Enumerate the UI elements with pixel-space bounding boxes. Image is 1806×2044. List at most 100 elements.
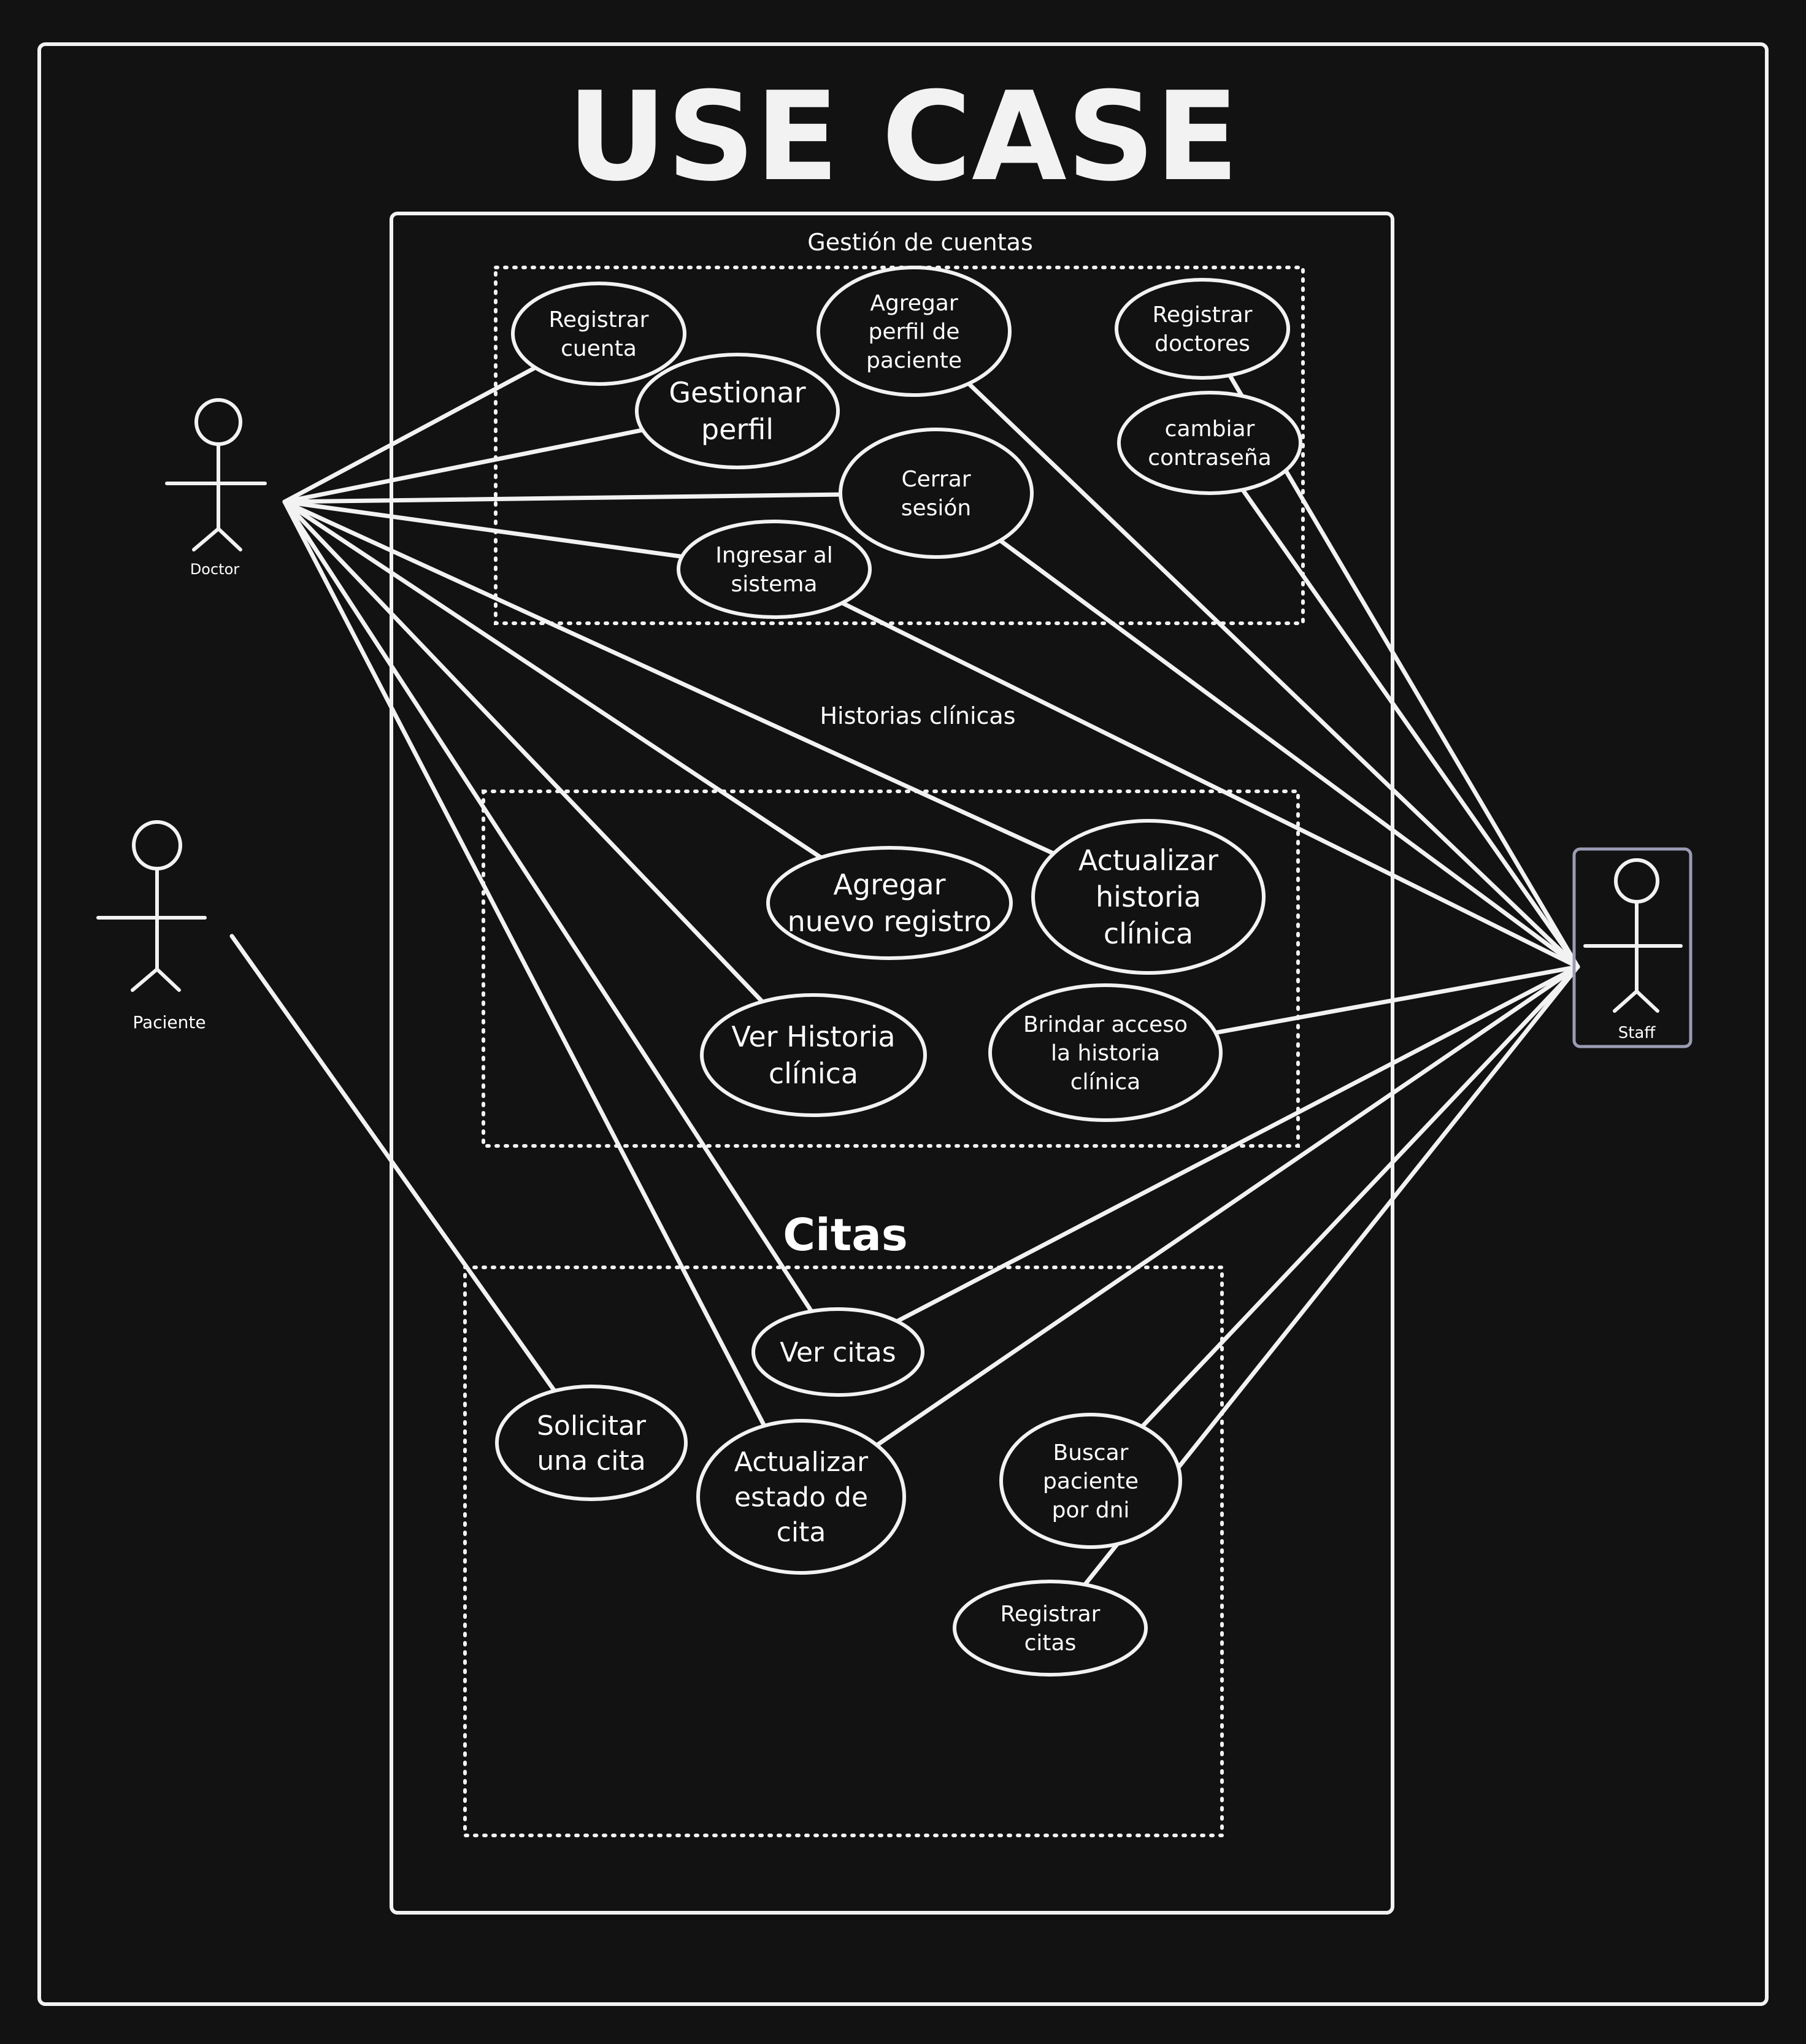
use-case-label: la historia [1051,1041,1160,1066]
stick-figure-icon [1583,858,1683,1013]
use-case-label: contraseña [1148,445,1271,471]
association-doctor-registrar-cuenta [282,365,538,504]
use-case-label: Ver citas [780,1337,896,1368]
use-case-ver-citas[interactable]: Ver citas [751,1307,924,1397]
use-case-gestionar-perfil[interactable]: Gestionar perfil [635,353,840,469]
association-staff-brindar-acceso [1213,964,1580,1035]
use-case-label: nuevo registro [788,905,992,938]
use-case-ellipse [677,520,872,619]
use-case-brindar-acceso[interactable]: Brindar acceso la historia clínica [988,983,1223,1122]
actor-doctor[interactable]: Doctor [165,398,267,578]
use-case-label: historia [1096,880,1201,913]
use-case-label: Registrar [1001,1602,1101,1627]
use-case-label: cita [777,1517,826,1548]
use-case-label: citas [1024,1631,1077,1656]
association-doctor-ingresar-sistema [282,499,685,559]
use-case-label: Gestionar [669,376,805,409]
use-case-ellipse [1117,391,1302,495]
use-case-label: clínica [1070,1069,1140,1094]
group-label-citas: Citas [783,1209,907,1261]
use-case-cerrar-sesion[interactable]: Cerrar sesión [839,428,1034,559]
use-case-label: Registrar [1153,302,1253,328]
use-case-label: Brindar acceso [1023,1012,1188,1037]
use-case-label: paciente [866,348,962,373]
association-staff-buscar-paciente [1140,964,1580,1429]
use-case-ellipse [999,1413,1182,1549]
use-case-label: clínica [769,1057,858,1090]
association-doctor-ver-citas [282,499,814,1313]
use-case-ellipse [511,282,686,386]
association-doctor-ver-historia [282,499,765,1004]
use-case-ellipse [700,993,927,1117]
association-doctor-actualizar-estado [282,499,767,1428]
association-staff-ver-citas [894,964,1580,1324]
use-case-label: Actualizar [734,1447,869,1478]
association-paciente-solicitar-cita [229,934,557,1393]
use-case-label: Actualizar [1078,843,1218,877]
association-staff-cerrar-sesion [998,538,1580,969]
association-staff-actualizar-estado [874,964,1580,1448]
use-case-ellipse [751,1307,924,1397]
actor-paciente[interactable]: Paciente [96,820,207,1032]
association-doctor-agregar-registro [282,499,823,860]
association-staff-ingresar-sistema [840,601,1580,969]
use-case-agregar-perfil-paciente[interactable]: Agregar perfil de paciente [817,266,1012,397]
use-case-agregar-registro[interactable]: Agregar nuevo registro [766,846,1013,960]
association-staff-agregar-perfil-paciente [966,381,1580,969]
use-case-ver-historia[interactable]: Ver Historia clínica [700,993,927,1117]
use-case-ellipse [635,353,840,469]
use-case-cambiar-contrasena[interactable]: cambiar contraseña [1117,391,1302,495]
stick-figure-icon [165,398,267,551]
group-frame-citas [463,1266,1224,1837]
use-case-label: perfil de [869,320,960,345]
use-case-ellipse [953,1580,1148,1677]
stick-figure-icon [96,820,207,992]
use-case-label: por dni [1052,1497,1130,1523]
association-staff-registrar-doctores [1228,373,1580,969]
use-case-ellipse [1031,819,1266,975]
use-case-label: Cerrar [901,467,970,492]
use-case-ellipse [495,1385,688,1501]
outer-frame [37,42,1769,2006]
use-case-ellipse [696,1419,906,1575]
use-case-label: perfil [701,413,774,446]
association-doctor-actualizar-historia [282,499,1056,856]
actor-label-paciente: Paciente [133,1012,206,1032]
use-case-ellipse [839,428,1034,559]
use-case-label: paciente [1043,1469,1139,1494]
group-label-historias: Historias clínicas [820,702,1015,729]
association-staff-cambiar-contrasena [1240,487,1580,969]
use-case-ellipse [817,266,1012,397]
use-case-registrar-doctores[interactable]: Registrar doctores [1115,278,1290,380]
use-case-label: Solicitar [537,1410,647,1442]
actor-label-doctor: Doctor [190,561,239,578]
use-case-label: una cita [537,1445,645,1477]
actor-staff[interactable]: Staff [1572,847,1693,1048]
diagram-title: USE CASE [567,66,1239,209]
use-case-ellipse [988,983,1223,1122]
use-case-label: estado de [734,1481,868,1513]
use-case-label: doctores [1155,331,1250,356]
use-case-label: sesión [901,496,972,521]
group-frame-historias [482,790,1300,1148]
use-case-label: Buscar [1053,1440,1129,1466]
use-case-label: Agregar [833,868,945,901]
use-case-buscar-paciente[interactable]: Buscar paciente por dni [999,1413,1182,1549]
actor-label-staff: Staff [1618,1024,1656,1042]
use-case-registrar-citas[interactable]: Registrar citas [953,1580,1148,1677]
use-case-label: cambiar [1165,417,1255,442]
association-doctor-cerrar-sesion [282,492,843,504]
staff-box [1572,847,1693,1048]
use-case-label: Agregar [870,291,958,316]
group-label-cuentas: Gestión de cuentas [807,229,1033,256]
use-case-label: sistema [731,572,818,597]
use-case-ellipse [766,846,1013,960]
use-case-label: Ver Historia [731,1020,895,1053]
use-case-label: Registrar [549,307,649,332]
